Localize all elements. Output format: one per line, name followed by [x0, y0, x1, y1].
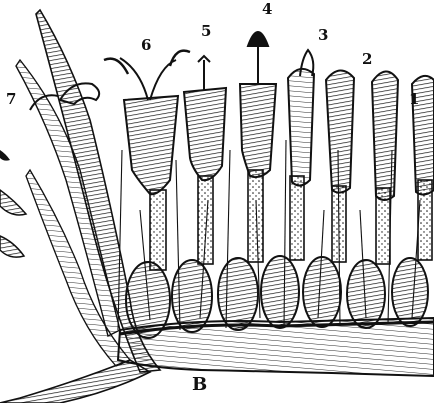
corollas — [124, 69, 434, 200]
floret-label-7: 7 — [6, 92, 16, 107]
floret-label-6: 6 — [141, 38, 151, 53]
floret-label-4: 4 — [262, 2, 272, 17]
floret-6-style-arms — [104, 51, 190, 74]
floret-label-3: 3 — [318, 28, 328, 43]
left-leaf-fragments — [0, 150, 26, 257]
panel-letter: B — [192, 376, 207, 394]
floret-label-2: 2 — [362, 52, 372, 67]
involucre-bracts — [0, 10, 160, 403]
floret-label-5: 5 — [201, 24, 211, 39]
floret-label-1: 1 — [409, 92, 419, 107]
